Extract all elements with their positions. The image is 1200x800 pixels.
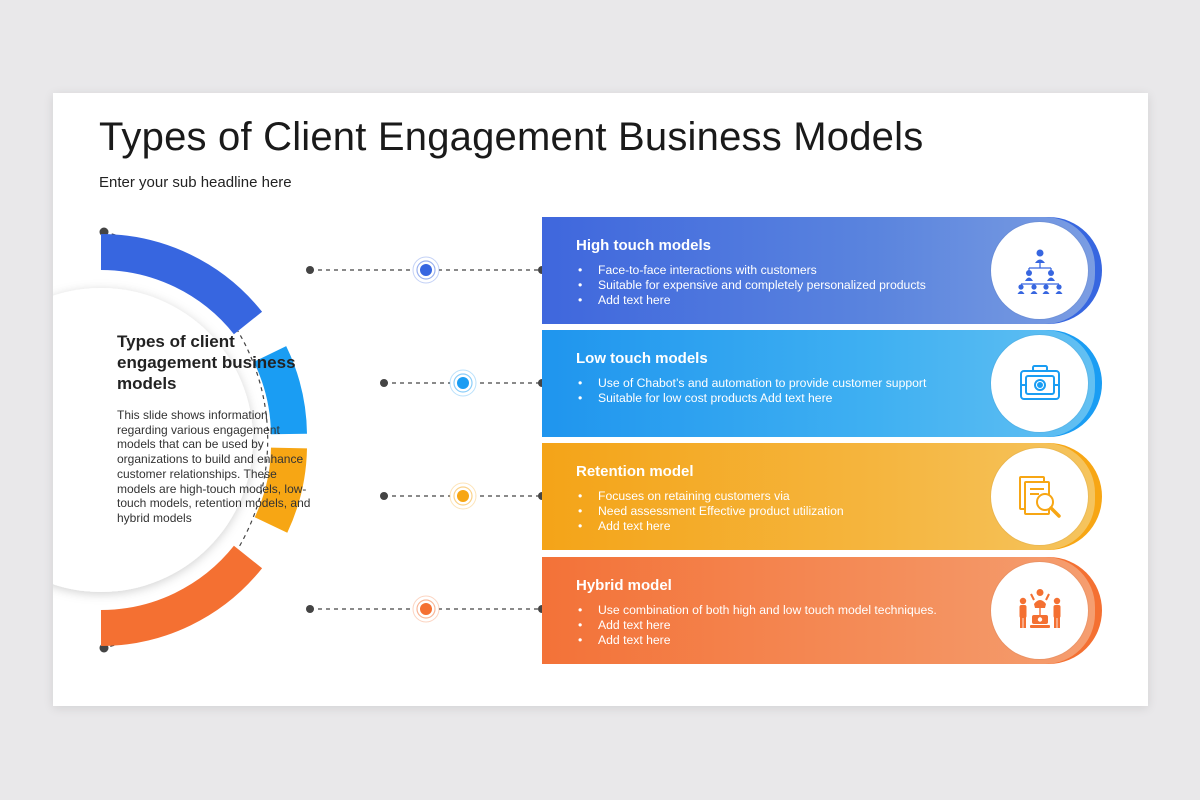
document-search-icon [1019, 476, 1061, 518]
slide-subtitle: Enter your sub headline here [99, 174, 292, 191]
ring-segment-light-blue [253, 346, 307, 435]
bullet-item: Need assessment Effective product utiliz… [578, 504, 998, 519]
card-bullets: Face-to-face interactions with customers… [578, 263, 998, 308]
slide-title: Types of Client Engagement Business Mode… [99, 115, 924, 159]
bullet-item: Add text here [578, 618, 998, 633]
bullet-item: Use of Chabot’s and automation to provid… [578, 376, 998, 391]
bullet-item: Add text here [578, 293, 998, 308]
slide: Types of Client Engagement Business Mode… [53, 93, 1148, 706]
icon-badge [991, 222, 1088, 319]
connector-4 [306, 595, 546, 623]
ring-segment-blue [100, 234, 263, 335]
model-card-low-touch: Low touch models Use of Chabot’s and aut… [542, 330, 1102, 437]
center-circle [53, 288, 253, 592]
connector-diagram [53, 227, 546, 653]
hierarchy-people-icon [1017, 249, 1063, 294]
center-heading: Types of client engagement business mode… [117, 332, 296, 393]
ring-segment-orange [100, 545, 263, 646]
toolbox-icon [1020, 365, 1060, 400]
card-title: Low touch models [576, 350, 708, 367]
card-bullets: Focuses on retaining customers via Need … [578, 489, 998, 534]
card-bullets: Use combination of both high and low tou… [578, 603, 998, 648]
bullet-item: Add text here [578, 633, 998, 648]
connector-2 [380, 369, 546, 397]
model-card-hybrid: Hybrid model Use combination of both hig… [542, 557, 1102, 664]
card-title: High touch models [576, 237, 711, 254]
model-card-high-touch: High touch models Face-to-face interacti… [542, 217, 1102, 324]
model-card-retention: Retention model Focuses on retaining cus… [542, 443, 1102, 550]
icon-badge [991, 448, 1088, 545]
card-bullets: Use of Chabot’s and automation to provid… [578, 376, 998, 406]
bullet-item: Face-to-face interactions with customers [578, 263, 998, 278]
center-text-block: Types of client engagement business mode… [117, 331, 317, 526]
icon-badge [991, 335, 1088, 432]
center-description: This slide shows information regarding v… [117, 408, 311, 525]
team-meeting-icon [1019, 589, 1061, 628]
connector-1 [306, 256, 546, 284]
card-title: Hybrid model [576, 577, 672, 594]
bullet-item: Suitable for expensive and completely pe… [578, 278, 998, 293]
bullet-item: Add text here [578, 519, 998, 534]
bullet-item: Suitable for low cost products Add text … [578, 391, 998, 406]
connector-3 [380, 482, 546, 510]
icon-badge [991, 562, 1088, 659]
bullet-item: Use combination of both high and low tou… [578, 603, 998, 618]
bullet-item: Focuses on retaining customers via [578, 489, 998, 504]
ring-segment-yellow [254, 447, 307, 533]
card-title: Retention model [576, 463, 694, 480]
